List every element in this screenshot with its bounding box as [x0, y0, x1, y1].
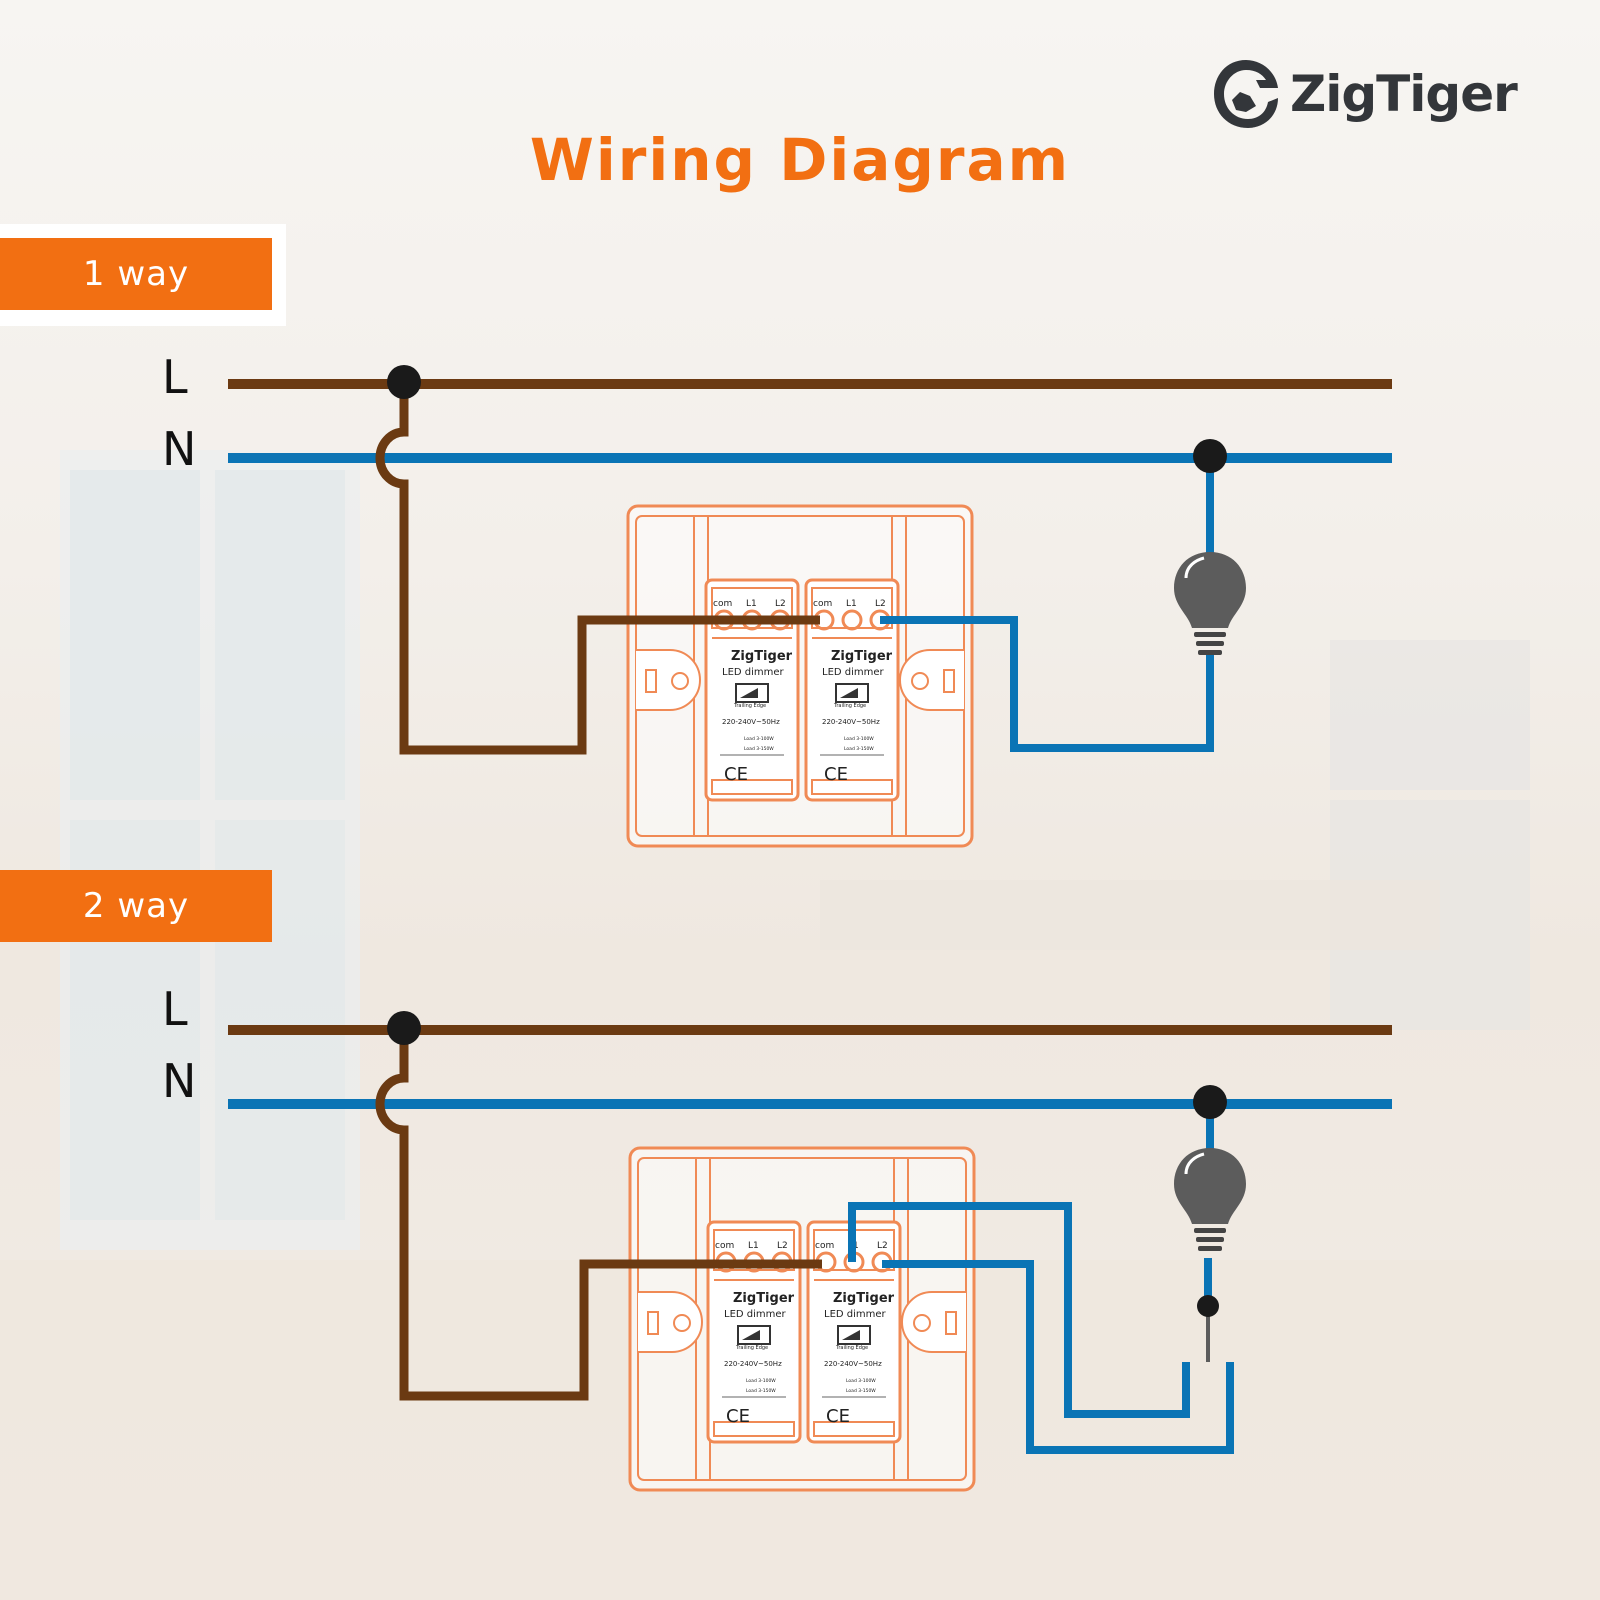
module-product: LED dimmer	[724, 1309, 787, 1320]
junction-node	[1193, 439, 1227, 473]
section-tag-1-way: 1 way	[0, 224, 286, 326]
traveller-wire-1	[848, 1202, 1190, 1418]
live-line-label: L	[162, 350, 188, 404]
terminal-label: L2	[775, 599, 786, 609]
brand-logo: ZigTiger	[1210, 54, 1518, 134]
circuit-2-way: com L1 L2 ZigTiger LED dimmer Trailing E…	[228, 1011, 1392, 1492]
module-product: LED dimmer	[822, 667, 885, 678]
terminal-label: com	[713, 599, 732, 609]
section-tag-2-way: 2 way	[0, 856, 286, 958]
module-mode: Trailing Edge	[835, 1345, 868, 1351]
junction-node	[387, 365, 421, 399]
module-brand: ZigTiger	[831, 649, 893, 664]
junction-node	[387, 1011, 421, 1045]
live-line-label: L	[162, 982, 188, 1036]
module-cert: CE	[724, 764, 748, 785]
module-load: Load 3-150W	[744, 746, 774, 752]
terminal-label: com	[715, 1241, 734, 1251]
terminal-label: L1	[746, 599, 757, 609]
light-bulb-icon	[1174, 552, 1246, 655]
dimmer-module-left	[706, 1220, 802, 1444]
neutral-line-label: N	[162, 1054, 197, 1108]
module-voltage: 220-240V~50Hz	[722, 718, 780, 726]
module-cert: CE	[726, 1406, 750, 1427]
module-load: Load 3-100W	[744, 736, 774, 742]
switch-pivot-node	[1197, 1295, 1219, 1317]
module-brand: ZigTiger	[833, 1291, 895, 1306]
terminal-label: com	[815, 1241, 834, 1251]
tiger-logo-icon	[1214, 60, 1278, 128]
junction-node	[1193, 1085, 1227, 1119]
terminal-label: L2	[777, 1241, 788, 1251]
brand-name: ZigTiger	[1290, 65, 1518, 123]
terminal-label: L1	[748, 1241, 759, 1251]
module-load: Load 3-100W	[844, 736, 874, 742]
module-voltage: 220-240V~50Hz	[824, 1360, 882, 1368]
module-voltage: 220-240V~50Hz	[724, 1360, 782, 1368]
dimmer-module-left	[704, 578, 800, 802]
module-brand: ZigTiger	[733, 1291, 795, 1306]
terminal-label: L1	[846, 599, 857, 609]
module-voltage: 220-240V~50Hz	[822, 718, 880, 726]
module-product: LED dimmer	[722, 667, 785, 678]
module-load: Load 3-100W	[846, 1378, 876, 1384]
traveller-wire-2	[882, 1260, 1234, 1454]
terminal-label: com	[813, 599, 832, 609]
live-feed-wire	[375, 1030, 822, 1401]
light-bulb-icon	[1174, 1148, 1246, 1251]
module-cert: CE	[826, 1406, 850, 1427]
live-feed-wire	[375, 384, 820, 755]
module-load: Load 3-150W	[746, 1388, 776, 1394]
module-load: Load 3-150W	[846, 1388, 876, 1394]
dimmer-module-right	[804, 578, 900, 802]
module-mode: Trailing Edge	[733, 703, 766, 709]
terminal-label: L2	[877, 1241, 888, 1251]
page-title: Wiring Diagram	[529, 126, 1071, 194]
switched-live-wire	[880, 616, 1214, 752]
neutral-line-label: N	[162, 422, 197, 476]
module-load: Load 3-100W	[746, 1378, 776, 1384]
module-mode: Trailing Edge	[735, 1345, 768, 1351]
module-mode: Trailing Edge	[833, 703, 866, 709]
terminal-label: L2	[875, 599, 886, 609]
module-brand: ZigTiger	[731, 649, 793, 664]
section-label: 1 way	[0, 238, 272, 310]
module-product: LED dimmer	[824, 1309, 887, 1320]
section-label: 2 way	[0, 870, 272, 942]
circuit-1-way: com L1 L2 ZigTiger LED dimmer Trailing E…	[228, 365, 1392, 848]
module-load: Load 3-150W	[844, 746, 874, 752]
module-cert: CE	[824, 764, 848, 785]
